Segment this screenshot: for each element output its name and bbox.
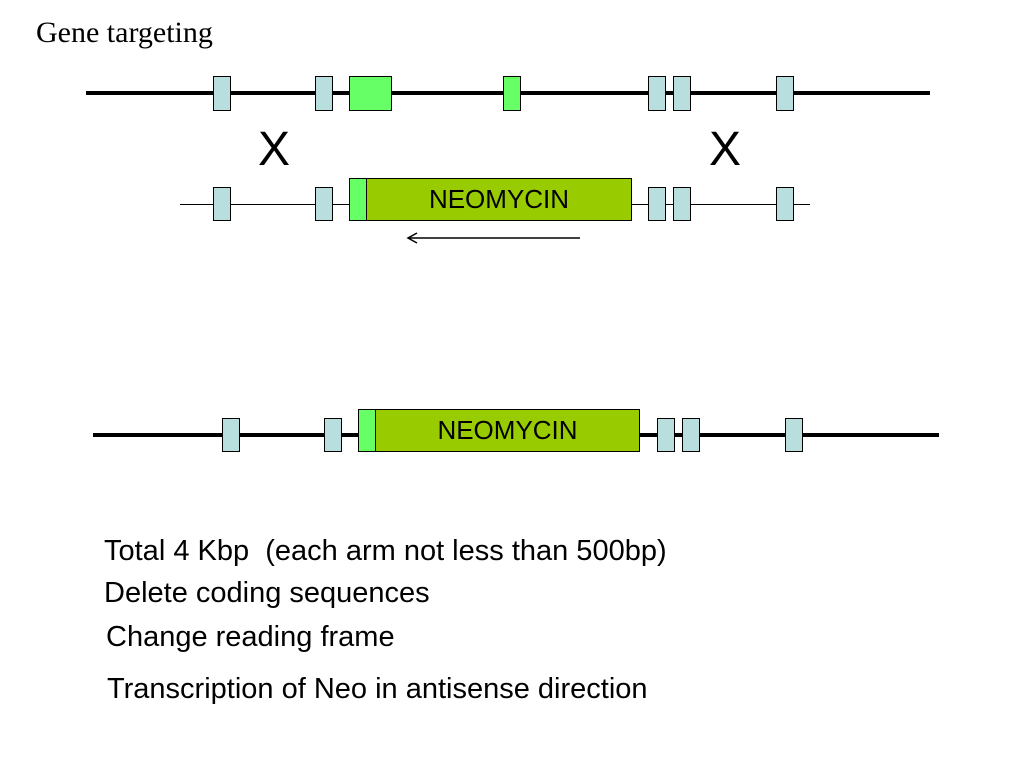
vector-exon-6 [673, 187, 691, 221]
targeted-exon-4 [503, 76, 521, 111]
allele-partial-exon [358, 409, 376, 452]
note-reading-frame: Change reading frame [106, 621, 395, 653]
slide-title: Gene targeting [36, 16, 213, 49]
crossover-marker-right: X [709, 123, 742, 176]
crossover-marker-left: X [258, 123, 291, 176]
vector-partial-exon [349, 178, 367, 221]
allele-exon-6 [682, 418, 700, 452]
allele-exon-7 [785, 418, 803, 452]
exon-7 [776, 76, 794, 111]
note-delete-coding: Delete coding sequences [104, 577, 430, 609]
exon-6 [673, 76, 691, 111]
neomycin-cassette: NEOMYCIN [366, 178, 632, 221]
allele-exon-2 [324, 418, 342, 452]
note-total-size: Total 4 Kbp (each arm not less than 500b… [104, 535, 667, 567]
note-antisense: Transcription of Neo in antisense direct… [107, 673, 648, 705]
allele-exon-1 [222, 418, 240, 452]
antisense-direction-arrow [406, 232, 580, 244]
vector-exon-7 [776, 187, 794, 221]
allele-exon-5 [657, 418, 675, 452]
vector-exon-5 [648, 187, 666, 221]
exon-2 [315, 76, 333, 111]
exon-1 [213, 76, 231, 111]
targeted-exon-3 [349, 76, 392, 111]
vector-exon-1 [213, 187, 231, 221]
vector-exon-2 [315, 187, 333, 221]
neomycin-cassette-integrated: NEOMYCIN [375, 409, 640, 452]
exon-5 [648, 76, 666, 111]
